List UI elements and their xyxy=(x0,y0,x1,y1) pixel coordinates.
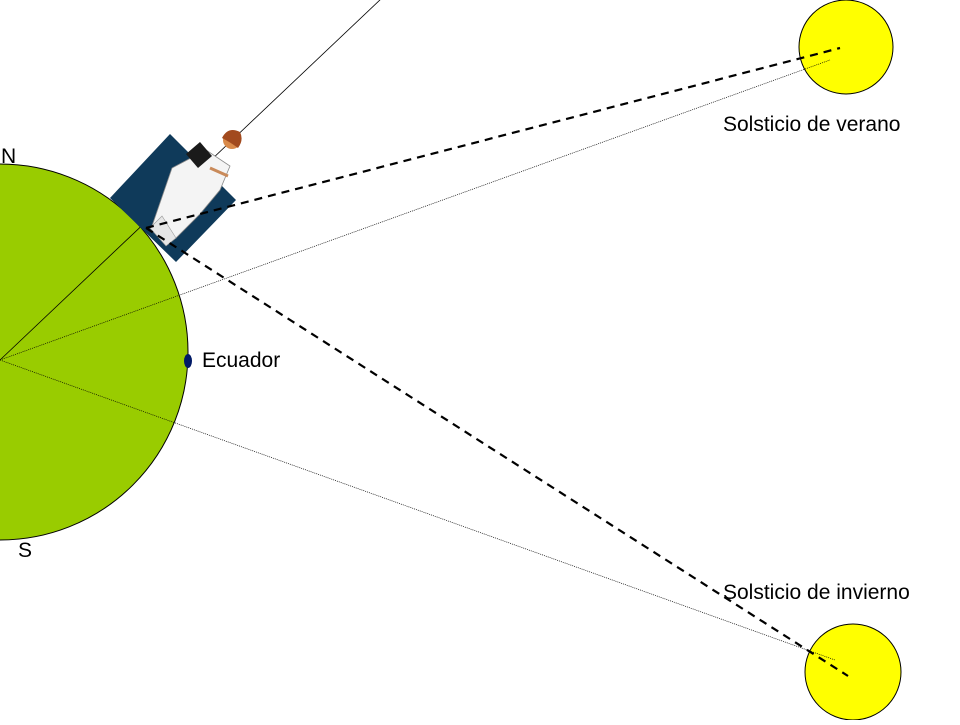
observer-clipboard xyxy=(186,142,212,168)
equator-marker xyxy=(184,354,192,368)
observer-legs xyxy=(149,215,177,247)
sightline-winter xyxy=(145,227,849,677)
observer-coat xyxy=(151,149,231,239)
north-label: N xyxy=(1,145,17,168)
earth xyxy=(0,163,189,541)
sun-summer xyxy=(798,0,894,95)
winter-solstice-label: Solsticio de invierno xyxy=(723,581,910,604)
observer-arm xyxy=(209,166,229,178)
south-label: S xyxy=(18,539,33,562)
summer-solstice-label: Solsticio de verano xyxy=(723,113,901,136)
equator-label: Ecuador xyxy=(202,349,281,372)
observer-standing-on-earth-icon xyxy=(110,130,242,262)
sun-winter xyxy=(804,623,902,721)
observer-hair xyxy=(222,130,242,148)
sightline-summer xyxy=(145,46,841,230)
